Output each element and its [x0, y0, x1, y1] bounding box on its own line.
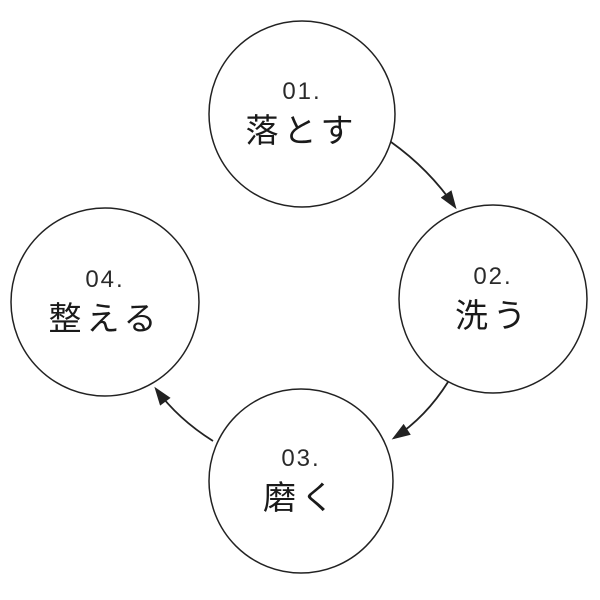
step-number-2: 02. — [473, 263, 512, 290]
step-node-2: 02. 洗う — [398, 204, 588, 394]
arrow-step3-to-step4 — [154, 386, 214, 442]
step-circle-2 — [398, 204, 588, 394]
step-node-3: 03. 磨く — [208, 388, 394, 574]
arrow-step2-to-step3 — [391, 381, 449, 440]
step-circle-3 — [208, 388, 394, 574]
arrow-step1-to-step2 — [390, 141, 457, 210]
step-label-3: 磨く — [263, 479, 339, 516]
step-number-3: 03. — [281, 445, 320, 472]
step-node-4: 04. 整える — [10, 207, 200, 397]
step-label-1: 落とす — [245, 112, 358, 149]
step-node-1: 01. 落とす — [208, 20, 396, 208]
step-number-1: 01. — [282, 78, 321, 105]
step-circle-1 — [208, 20, 396, 208]
step-label-2: 洗う — [455, 297, 531, 334]
step-circle-4 — [10, 207, 200, 397]
step-number-4: 04. — [85, 266, 124, 293]
step-label-4: 整える — [48, 300, 161, 337]
